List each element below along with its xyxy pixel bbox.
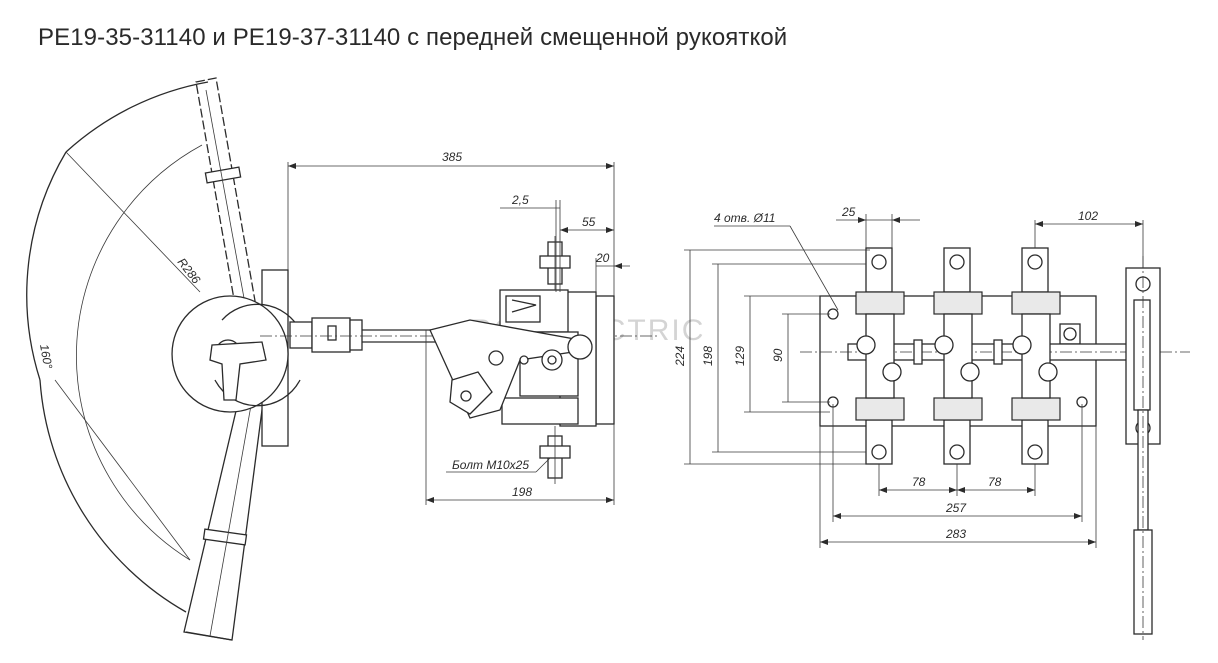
dim-283: 283	[945, 527, 966, 541]
holes-label: 4 отв. Ø11	[714, 211, 775, 225]
handle-hub	[171, 269, 301, 447]
dim-90: 90	[771, 348, 785, 362]
front-dimensions: 4 отв. Ø11 25 102 224 198 129 90	[673, 205, 1144, 548]
pole-2	[933, 247, 983, 465]
dim-224: 224	[673, 346, 687, 367]
page-title: РЕ19-35-31140 и РЕ19-37-31140 с передней…	[38, 24, 788, 51]
dim-2-5: 2,5	[511, 193, 529, 207]
dim-129: 129	[733, 346, 747, 366]
pole-3	[1011, 247, 1061, 465]
handle-travel-arc	[65, 81, 209, 153]
dim-20: 20	[595, 251, 610, 265]
pole-1	[855, 247, 905, 465]
dim-78-b: 78	[988, 475, 1002, 489]
dim-198: 198	[512, 485, 532, 499]
dim-25: 25	[841, 205, 856, 219]
angle-label: 160°	[37, 343, 55, 370]
handle-travel-arc-inner	[75, 144, 203, 561]
handle-arc-view: 160° R286	[26, 77, 660, 641]
bolt-label: Болт М10х25	[452, 458, 529, 472]
dim-102: 102	[1078, 209, 1098, 223]
dim-78-a: 78	[912, 475, 926, 489]
dim-385: 385	[442, 150, 462, 164]
handle-upper-position	[195, 77, 259, 323]
dim-257: 257	[945, 501, 967, 515]
radius-label: R286	[175, 255, 204, 286]
dim-55: 55	[582, 215, 596, 229]
front-view	[800, 247, 1190, 640]
mechanism-side-view	[429, 236, 615, 484]
dim-198-front: 198	[701, 346, 715, 366]
side-dimensions: 385 2,5 55 20 198 Болт М10х25	[287, 150, 630, 505]
front-handle	[1125, 256, 1161, 640]
